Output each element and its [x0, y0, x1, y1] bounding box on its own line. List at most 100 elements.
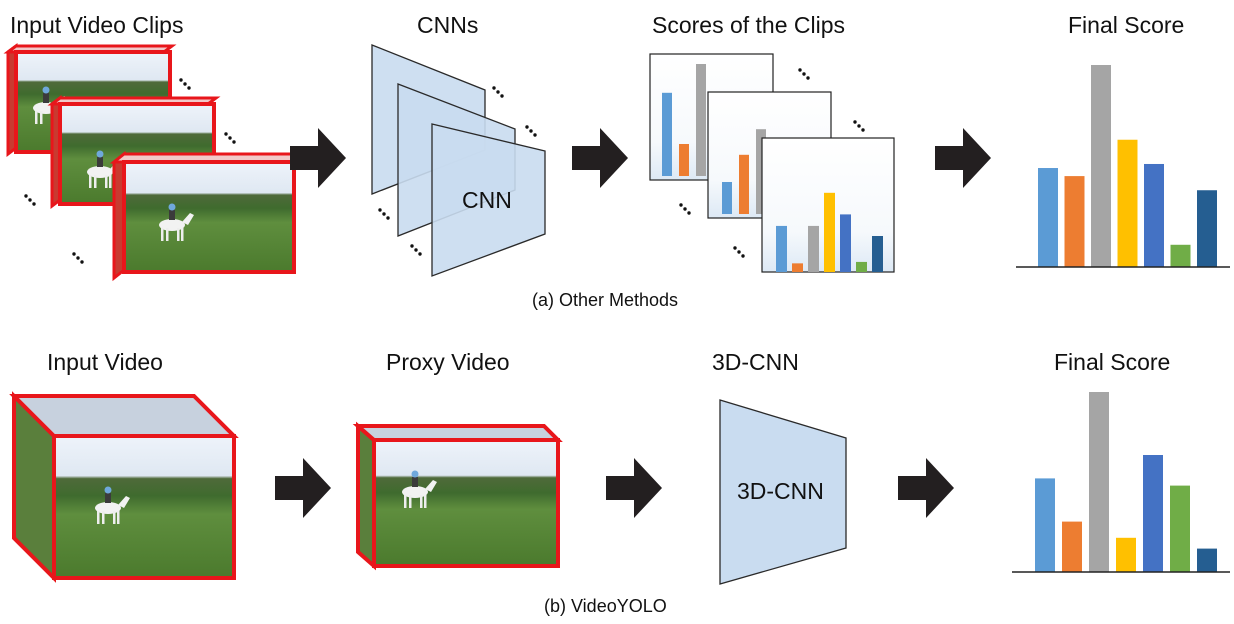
ellipsis-dot — [224, 132, 228, 136]
ellipsis-dot — [496, 90, 500, 94]
ellipsis-dot — [687, 211, 691, 215]
cnn-planes — [371, 44, 546, 277]
bars-final-b-bar-1 — [1035, 478, 1055, 572]
bars-final-b-bar-6 — [1170, 485, 1190, 572]
bars-clip-2-bar-2 — [739, 154, 749, 214]
ellipsis-4 — [72, 252, 84, 264]
bars-clip-3 — [776, 192, 883, 272]
ellipsis-dot — [24, 194, 28, 198]
ellipsis-dot — [187, 86, 191, 90]
ellipsis-dot — [414, 248, 418, 252]
ellipsis-dot — [741, 254, 745, 258]
bars-final-b — [1035, 392, 1217, 572]
arrows — [275, 128, 991, 518]
arrow-b1 — [275, 458, 331, 518]
arrow-a1 — [290, 128, 346, 188]
bars-clip-3-bar-6 — [856, 261, 867, 272]
input-video-cube — [9, 391, 239, 583]
ellipsis-dot — [76, 256, 80, 260]
bars-final-b-bar-2 — [1062, 521, 1082, 572]
bars-clip-3-bar-5 — [840, 214, 851, 272]
cnn3d-block — [719, 399, 847, 585]
ellipsis-dot — [857, 124, 861, 128]
bars-clip-3-bar-7 — [872, 236, 883, 272]
ellipsis-dot — [733, 246, 737, 250]
caption-a: (a) Other Methods — [532, 290, 679, 310]
bars-final-a-bar-6 — [1170, 244, 1191, 267]
ellipsis-9 — [798, 68, 810, 80]
arrow-a2 — [572, 128, 628, 188]
bars-final-a-bar-7 — [1197, 190, 1217, 267]
label-final-score-a: Final Score — [1068, 12, 1185, 38]
ellipsis-dots — [24, 68, 865, 264]
ellipsis-8 — [410, 244, 422, 256]
bars-final-b-bar-4 — [1116, 537, 1136, 572]
label-input-video: Input Video — [47, 349, 163, 375]
bars-clip-1-bar-2 — [679, 144, 689, 176]
arrow-a3 — [935, 128, 991, 188]
arrow-b2 — [606, 458, 662, 518]
bars-clip-2-bar-3 — [756, 129, 766, 214]
ellipsis-dot — [386, 216, 390, 220]
ellipsis-dot — [683, 207, 687, 211]
ellipsis-dot — [737, 250, 741, 254]
ellipsis-1 — [179, 78, 191, 90]
final-score-chart-a — [1016, 65, 1230, 268]
final-score-chart-b — [1012, 392, 1230, 573]
ellipsis-dot — [183, 82, 187, 86]
bars-clip-3-bar-3 — [808, 225, 819, 272]
ellipsis-dot — [529, 129, 533, 133]
bars-clip-3-bar-4 — [824, 192, 835, 272]
bars-clip-3-bar-2 — [792, 263, 803, 272]
ellipsis-dot — [802, 72, 806, 76]
clip-stack-3 — [109, 150, 306, 282]
label-input-clips: Input Video Clips — [10, 12, 184, 38]
ellipsis-dot — [410, 244, 414, 248]
ellipsis-dot — [378, 208, 382, 212]
bars-clip-2 — [722, 129, 766, 214]
bars-final-a-bar-2 — [1064, 176, 1085, 267]
ellipsis-7 — [378, 208, 390, 220]
ellipsis-dot — [80, 260, 84, 264]
label-cnns: CNNs — [417, 12, 479, 38]
bars-final-b-bar-7 — [1197, 548, 1217, 572]
ellipsis-6 — [525, 125, 537, 137]
bars-final-a-bar-5 — [1144, 163, 1164, 267]
bars-final-a-bar-4 — [1117, 139, 1138, 267]
bars-clip-2-bar-1 — [722, 182, 732, 214]
clip-score-panel-3 — [761, 137, 895, 273]
ellipsis-2 — [224, 132, 236, 144]
bars-clip-1-bar-1 — [662, 92, 672, 176]
cnn-plane-3 — [431, 123, 546, 277]
bars-clip-1-bar-3 — [696, 64, 706, 176]
ellipsis-dot — [492, 86, 496, 90]
ellipsis-dot — [179, 78, 183, 82]
ellipsis-dot — [679, 203, 683, 207]
ellipsis-dot — [228, 136, 232, 140]
ellipsis-11 — [679, 203, 691, 215]
ellipsis-dot — [500, 94, 504, 98]
ellipsis-dot — [28, 198, 32, 202]
label-final-score-b: Final Score — [1054, 349, 1171, 375]
bars-final-a-bar-3 — [1091, 65, 1111, 267]
ellipsis-dot — [232, 140, 236, 144]
ellipsis-5 — [492, 86, 504, 98]
label-scores: Scores of the Clips — [652, 12, 846, 38]
bars-final-b-bar-5 — [1143, 455, 1163, 572]
arrow-b3 — [898, 458, 954, 518]
bars-clip-3-bar-1 — [776, 225, 787, 272]
caption-b: (b) VideoYOLO — [544, 596, 667, 616]
ellipsis-10 — [853, 120, 865, 132]
ellipsis-dot — [32, 202, 36, 206]
ellipsis-dot — [853, 120, 857, 124]
ellipsis-dot — [382, 212, 386, 216]
ellipsis-dot — [418, 252, 422, 256]
ellipsis-dot — [533, 133, 537, 137]
bars-final-a-bar-1 — [1038, 168, 1058, 267]
bars-final-a — [1038, 65, 1217, 267]
ellipsis-dot — [72, 252, 76, 256]
label-3dcnn: 3D-CNN — [712, 349, 799, 375]
ellipsis-dot — [525, 125, 529, 129]
ellipsis-12 — [733, 246, 745, 258]
